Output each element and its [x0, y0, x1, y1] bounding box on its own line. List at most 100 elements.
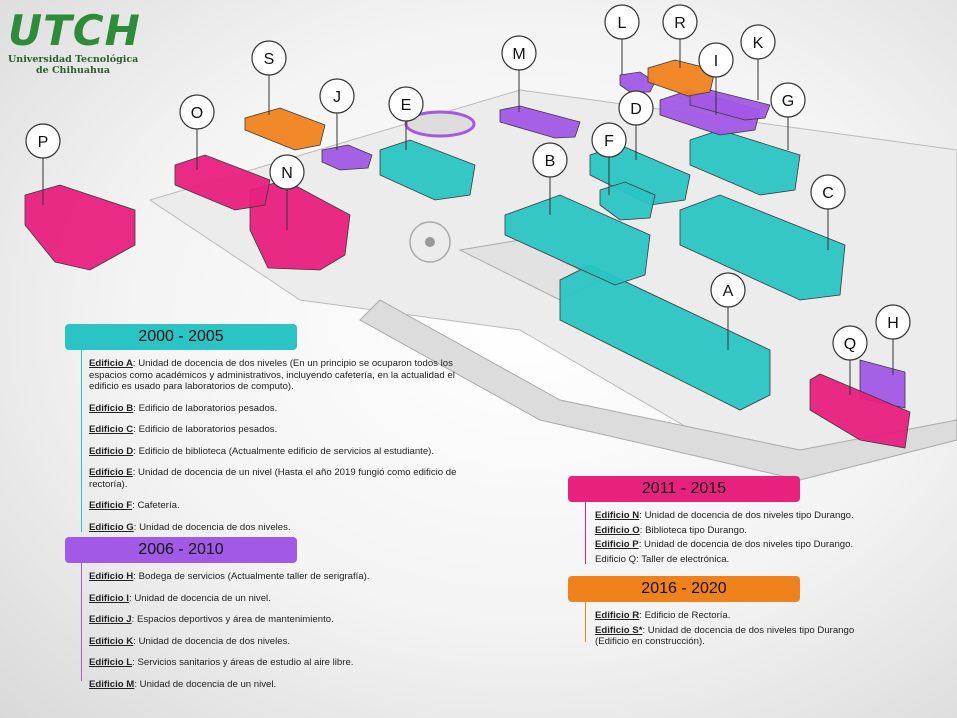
- building-label-i: I: [714, 53, 718, 70]
- building-marker-c: [810, 174, 846, 210]
- building-label-l: L: [618, 15, 627, 32]
- building-p: [24, 184, 136, 271]
- building-name: Edificio G: [89, 521, 134, 533]
- building-label-h: H: [887, 315, 899, 332]
- building-c: [679, 194, 846, 301]
- building-name: Edificio D: [89, 445, 134, 457]
- building-marker-b: [532, 142, 568, 178]
- building-marker-p: [25, 123, 61, 159]
- building-text: : Bodega de servicios (Actualmente talle…: [133, 571, 370, 582]
- building-marker-r: [662, 4, 698, 40]
- building-marker-j: [319, 78, 355, 114]
- building-text: : Edificio de laboratorios pesados.: [133, 402, 278, 414]
- building-text: : Unidad de docencia de un nivel.: [128, 592, 271, 604]
- period-list-2006-2010: Edificio H: Bodega de servicios (Actualm…: [89, 571, 459, 700]
- building-m: [499, 105, 581, 139]
- building-text: : Unidad de docencia de dos niveles tipo…: [638, 539, 854, 550]
- building-text: : Edificio de biblioteca (Actualmente ed…: [133, 445, 435, 457]
- building-marker-i: [698, 42, 734, 78]
- building-name: Edificio I: [89, 592, 129, 604]
- building-label-k: K: [753, 35, 764, 52]
- building-marker-f: [591, 122, 627, 158]
- building-name: Edificio J: [89, 614, 132, 625]
- building-label-d: D: [630, 101, 642, 118]
- period-header-2000-2005: 2000 - 2005: [65, 324, 297, 350]
- building-name: Edificio L: [89, 657, 133, 668]
- building-label-r: R: [674, 15, 686, 32]
- building-marker-o: [179, 94, 215, 130]
- period-line-2000-2005: [81, 350, 82, 532]
- building-label-g: G: [782, 93, 794, 110]
- building-description: Edificio M: Unidad de docencia de un niv…: [89, 679, 459, 691]
- building-marker-k: [740, 24, 776, 60]
- logo-line-2: de Chihuahua: [36, 65, 111, 76]
- building-text: : Edificio de laboratorios pesados.: [133, 424, 278, 435]
- building-label-j: J: [333, 89, 341, 106]
- building-marker-d: [618, 90, 654, 126]
- building-label-p: P: [38, 134, 49, 151]
- building-description: Edificio B: Edificio de laboratorios pes…: [89, 403, 459, 415]
- building-label-e: E: [401, 97, 412, 114]
- building-marker-g: [770, 82, 806, 118]
- building-name: Edificio O: [595, 524, 640, 536]
- building-description: Edificio N: Unidad de docencia de dos ni…: [595, 510, 895, 522]
- period-header-2016-2020: 2016 - 2020: [568, 576, 800, 602]
- building-text: : Espacios deportivos y área de mantenim…: [131, 614, 334, 625]
- building-description: Edificio H: Bodega de servicios (Actualm…: [89, 571, 459, 583]
- building-e: [379, 139, 476, 201]
- building-label-m: M: [512, 46, 525, 63]
- building-name: Edificio A: [89, 358, 133, 369]
- period-list-2016-2020: Edificio R: Edificio de Rectoría.Edifici…: [595, 610, 885, 651]
- building-q: [809, 373, 911, 449]
- period-list-2000-2005: Edificio A: Unidad de docencia de dos ni…: [89, 358, 459, 543]
- building-o: [174, 154, 271, 211]
- building-marker-s: [251, 40, 287, 76]
- building-text: : Unidad de docencia de un nivel (Hasta …: [89, 467, 457, 490]
- building-s: [244, 107, 326, 151]
- building-description: Edificio J: Espacios deportivos y área d…: [89, 614, 459, 626]
- building-text: : Unidad de docencia de dos niveles tipo…: [639, 510, 854, 521]
- building-description: Edificio G: Unidad de docencia de dos ni…: [89, 522, 459, 534]
- building-label-f: F: [604, 133, 614, 150]
- building-j: [321, 144, 373, 171]
- building-description: Edificio L: Servicios sanitarios y áreas…: [89, 657, 459, 669]
- logo-mark: UTCH: [8, 6, 141, 55]
- building-name: Edificio K: [89, 635, 134, 647]
- building-marker-e: [388, 86, 424, 122]
- building-marker-a: [710, 272, 746, 308]
- building-f: [599, 181, 656, 221]
- building-label-a: A: [723, 283, 734, 300]
- building-name: Edificio C: [89, 424, 134, 435]
- building-label-c: C: [822, 185, 834, 202]
- building-description: Edificio P: Unidad de docencia de dos ni…: [595, 539, 895, 551]
- building-description: Edificio E: Unidad de docencia de un niv…: [89, 467, 459, 490]
- building-text: : Unidad de docencia de un nivel.: [134, 678, 277, 690]
- building-name: Edificio E: [89, 467, 133, 478]
- building-description: Edificio C: Edificio de laboratorios pes…: [89, 424, 459, 436]
- building-label-b: B: [545, 153, 556, 170]
- utch-logo: UTCH Universidad Tecnológica de Chihuahu…: [8, 6, 148, 77]
- building-name: Edificio M: [89, 678, 135, 690]
- building-marker-n: [269, 154, 305, 190]
- period-line-2016-2020: [585, 602, 586, 642]
- building-description: Edificio Q: Taller de electrónica.: [595, 554, 895, 566]
- period-list-2011-2015: Edificio N: Unidad de docencia de dos ni…: [595, 510, 895, 568]
- building-label-o: O: [191, 105, 203, 122]
- building-description: Edificio K: Unidad de docencia de dos ni…: [89, 636, 459, 648]
- building-text: : Unidad de docencia de dos niveles.: [133, 521, 291, 533]
- road: [359, 299, 957, 481]
- period-line-2006-2010: [81, 563, 82, 681]
- building-text: : Servicios sanitarios y áreas de estudi…: [132, 657, 354, 668]
- building-name: Edificio H: [89, 571, 134, 582]
- building-text: : Unidad de docencia de dos niveles (En …: [89, 358, 455, 392]
- building-l: [619, 71, 656, 93]
- building-text: : Biblioteca tipo Durango.: [639, 524, 747, 536]
- plaza-center: [425, 237, 435, 247]
- building-name: Edificio P: [595, 539, 639, 550]
- building-r: [647, 59, 716, 97]
- building-description: Edificio A: Unidad de docencia de dos ni…: [89, 358, 459, 393]
- building-text: : Unidad de docencia de dos niveles tipo…: [595, 624, 855, 648]
- building-marker-h: [875, 304, 911, 340]
- building-marker-l: [604, 4, 640, 40]
